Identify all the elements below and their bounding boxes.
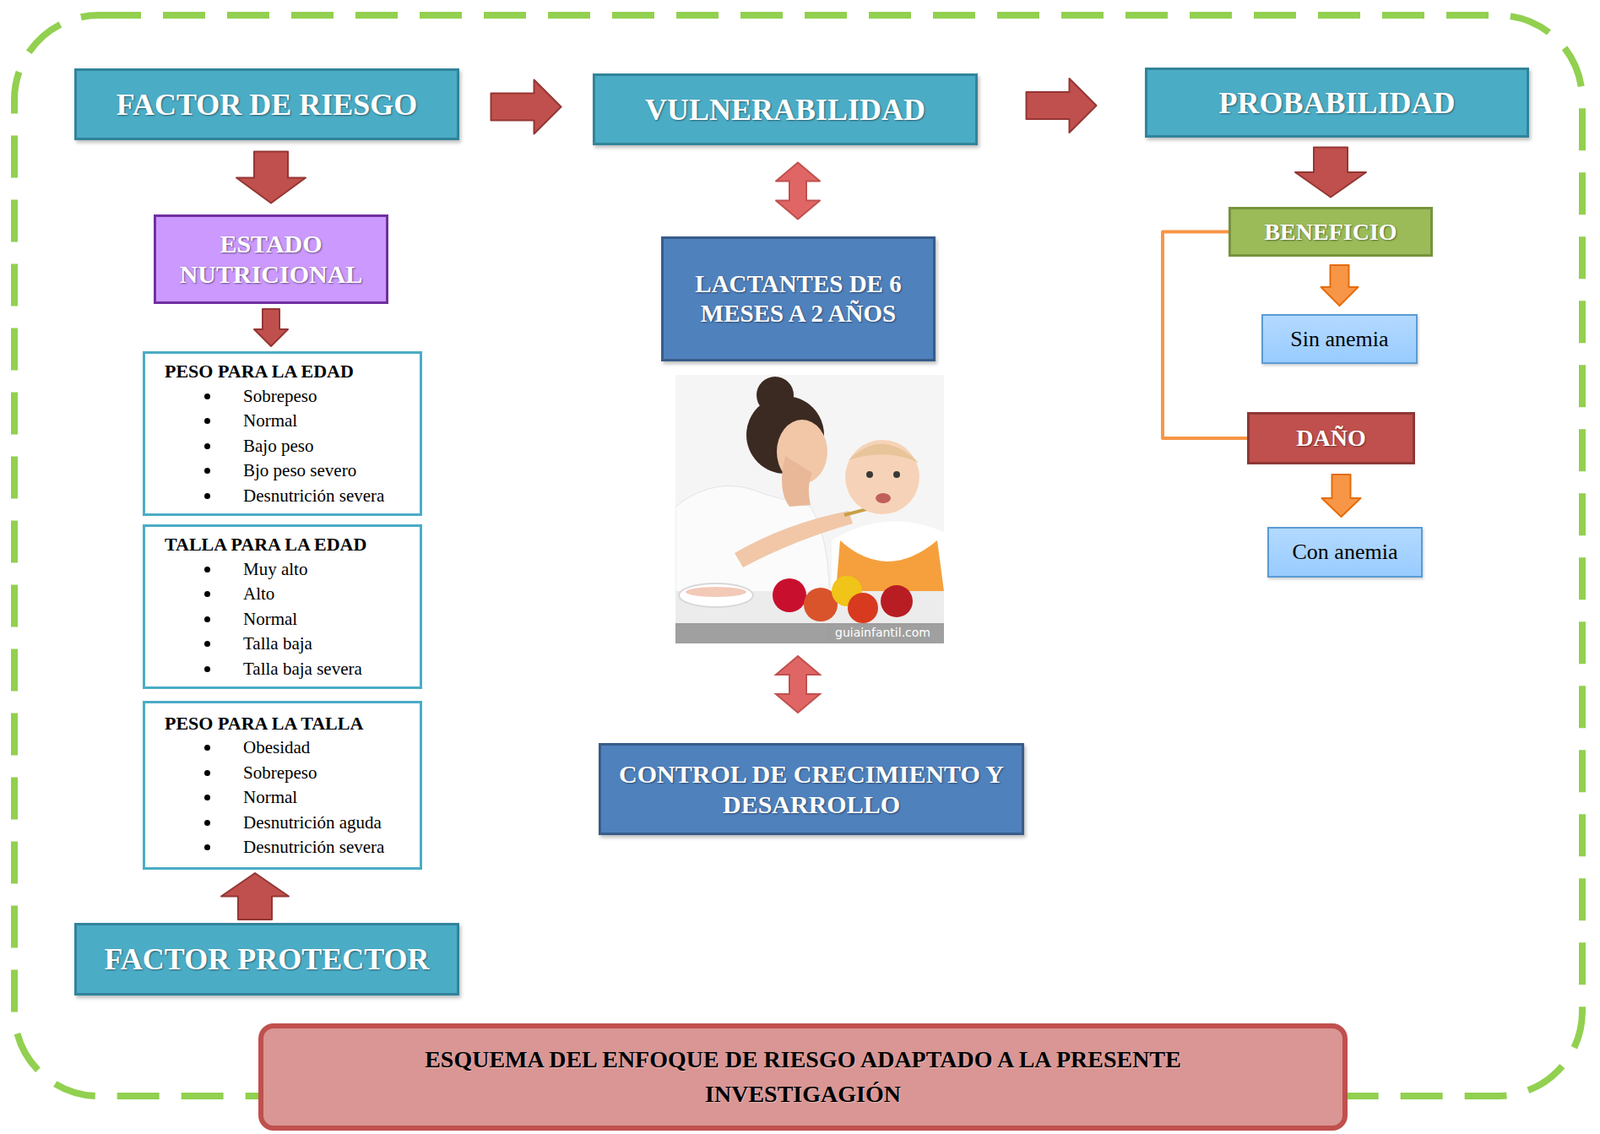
box-label: PROBABILIDAD [1218, 85, 1455, 121]
box-label: VULNERABILIDAD [645, 92, 926, 128]
box-label: CONTROL DE CRECIMIENTO Y DESARROLLO [612, 759, 1010, 820]
list-item: Sobrepeso [164, 384, 318, 410]
flow-arrow [1026, 78, 1097, 133]
list-item: Normal [164, 607, 298, 633]
concept-box: LACTANTES DE 6 MESES A 2 AÑOS [661, 236, 936, 362]
box-label: DAÑO [1296, 424, 1366, 452]
list-item: Bajo peso [164, 433, 314, 460]
flow-arrow [491, 80, 562, 135]
dashed-frame [14, 15, 1583, 1096]
list-item: Normal [164, 408, 298, 434]
flow-arrow [254, 309, 288, 347]
category-list-box: PESO PARA LA TALLAObesidadSobrepesoNorma… [142, 700, 423, 870]
list-item: Sobrepeso [164, 760, 318, 787]
box-label: FACTOR PROTECTOR [103, 941, 429, 977]
concept-box: FACTOR DE RIESGO [74, 68, 460, 141]
title-text: ESQUEMA DEL ENFOQUE DE RIESGO ADAPTADO A… [342, 1042, 1264, 1112]
concept-box: ESTADO NUTRICIONAL [153, 214, 389, 304]
box-label: ESTADO NUTRICIONAL [164, 228, 378, 290]
concept-box: Con anemia [1267, 526, 1423, 578]
box-label: FACTOR DE RIESGO [116, 86, 418, 123]
list-heading: TALLA PARA LA EDAD [164, 531, 367, 558]
concept-box: Sin anemia [1261, 314, 1418, 364]
list-heading: PESO PARA LA TALLA [164, 710, 364, 737]
box-label: Sin anemia [1290, 326, 1389, 353]
list-item: Desnutrición severa [164, 483, 385, 510]
list-item: Bjo peso severo [164, 458, 357, 484]
concept-box: DAÑO [1247, 412, 1416, 465]
category-list-box: PESO PARA LA EDADSobrepesoNormalBajo pes… [142, 351, 423, 516]
list-item: Alto [164, 581, 275, 608]
list-heading: PESO PARA LA EDAD [164, 358, 354, 385]
list-item: Talla baja severa [164, 656, 363, 683]
list-item: Obesidad [164, 735, 310, 761]
list-item: Normal [164, 785, 298, 811]
flow-arrow [1295, 147, 1367, 198]
watermark: guiainfantil.com [835, 625, 931, 640]
concept-box: BENEFICIO [1228, 206, 1433, 257]
box-label: LACTANTES DE 6 MESES A 2 AÑOS [675, 269, 922, 329]
concept-box: VULNERABILIDAD [592, 73, 978, 146]
bracket-connector [1162, 232, 1248, 440]
category-list-box: TALLA PARA LA EDADMuy altoAltoNormalTall… [142, 524, 423, 689]
title-box: ESQUEMA DEL ENFOQUE DE RIESGO ADAPTADO A… [258, 1023, 1348, 1131]
list-item: Talla baja [164, 631, 313, 657]
list-item: Desnutrición aguda [164, 810, 382, 836]
concept-box: FACTOR PROTECTOR [74, 922, 460, 996]
photo-illustration [675, 374, 944, 644]
box-label: Con anemia [1292, 539, 1399, 565]
list-item: Desnutrición severa [164, 835, 385, 861]
flow-arrow [1321, 265, 1359, 306]
list-item: Muy alto [164, 557, 308, 583]
flow-arrow [236, 151, 306, 204]
concept-box: PROBABILIDAD [1144, 67, 1530, 138]
double-arrow [775, 162, 820, 220]
flow-arrow [221, 873, 289, 920]
double-arrow [775, 656, 820, 713]
box-label: BENEFICIO [1263, 218, 1397, 246]
concept-box: CONTROL DE CRECIMIENTO Y DESARROLLO [598, 743, 1025, 836]
flow-arrow [1322, 474, 1362, 517]
